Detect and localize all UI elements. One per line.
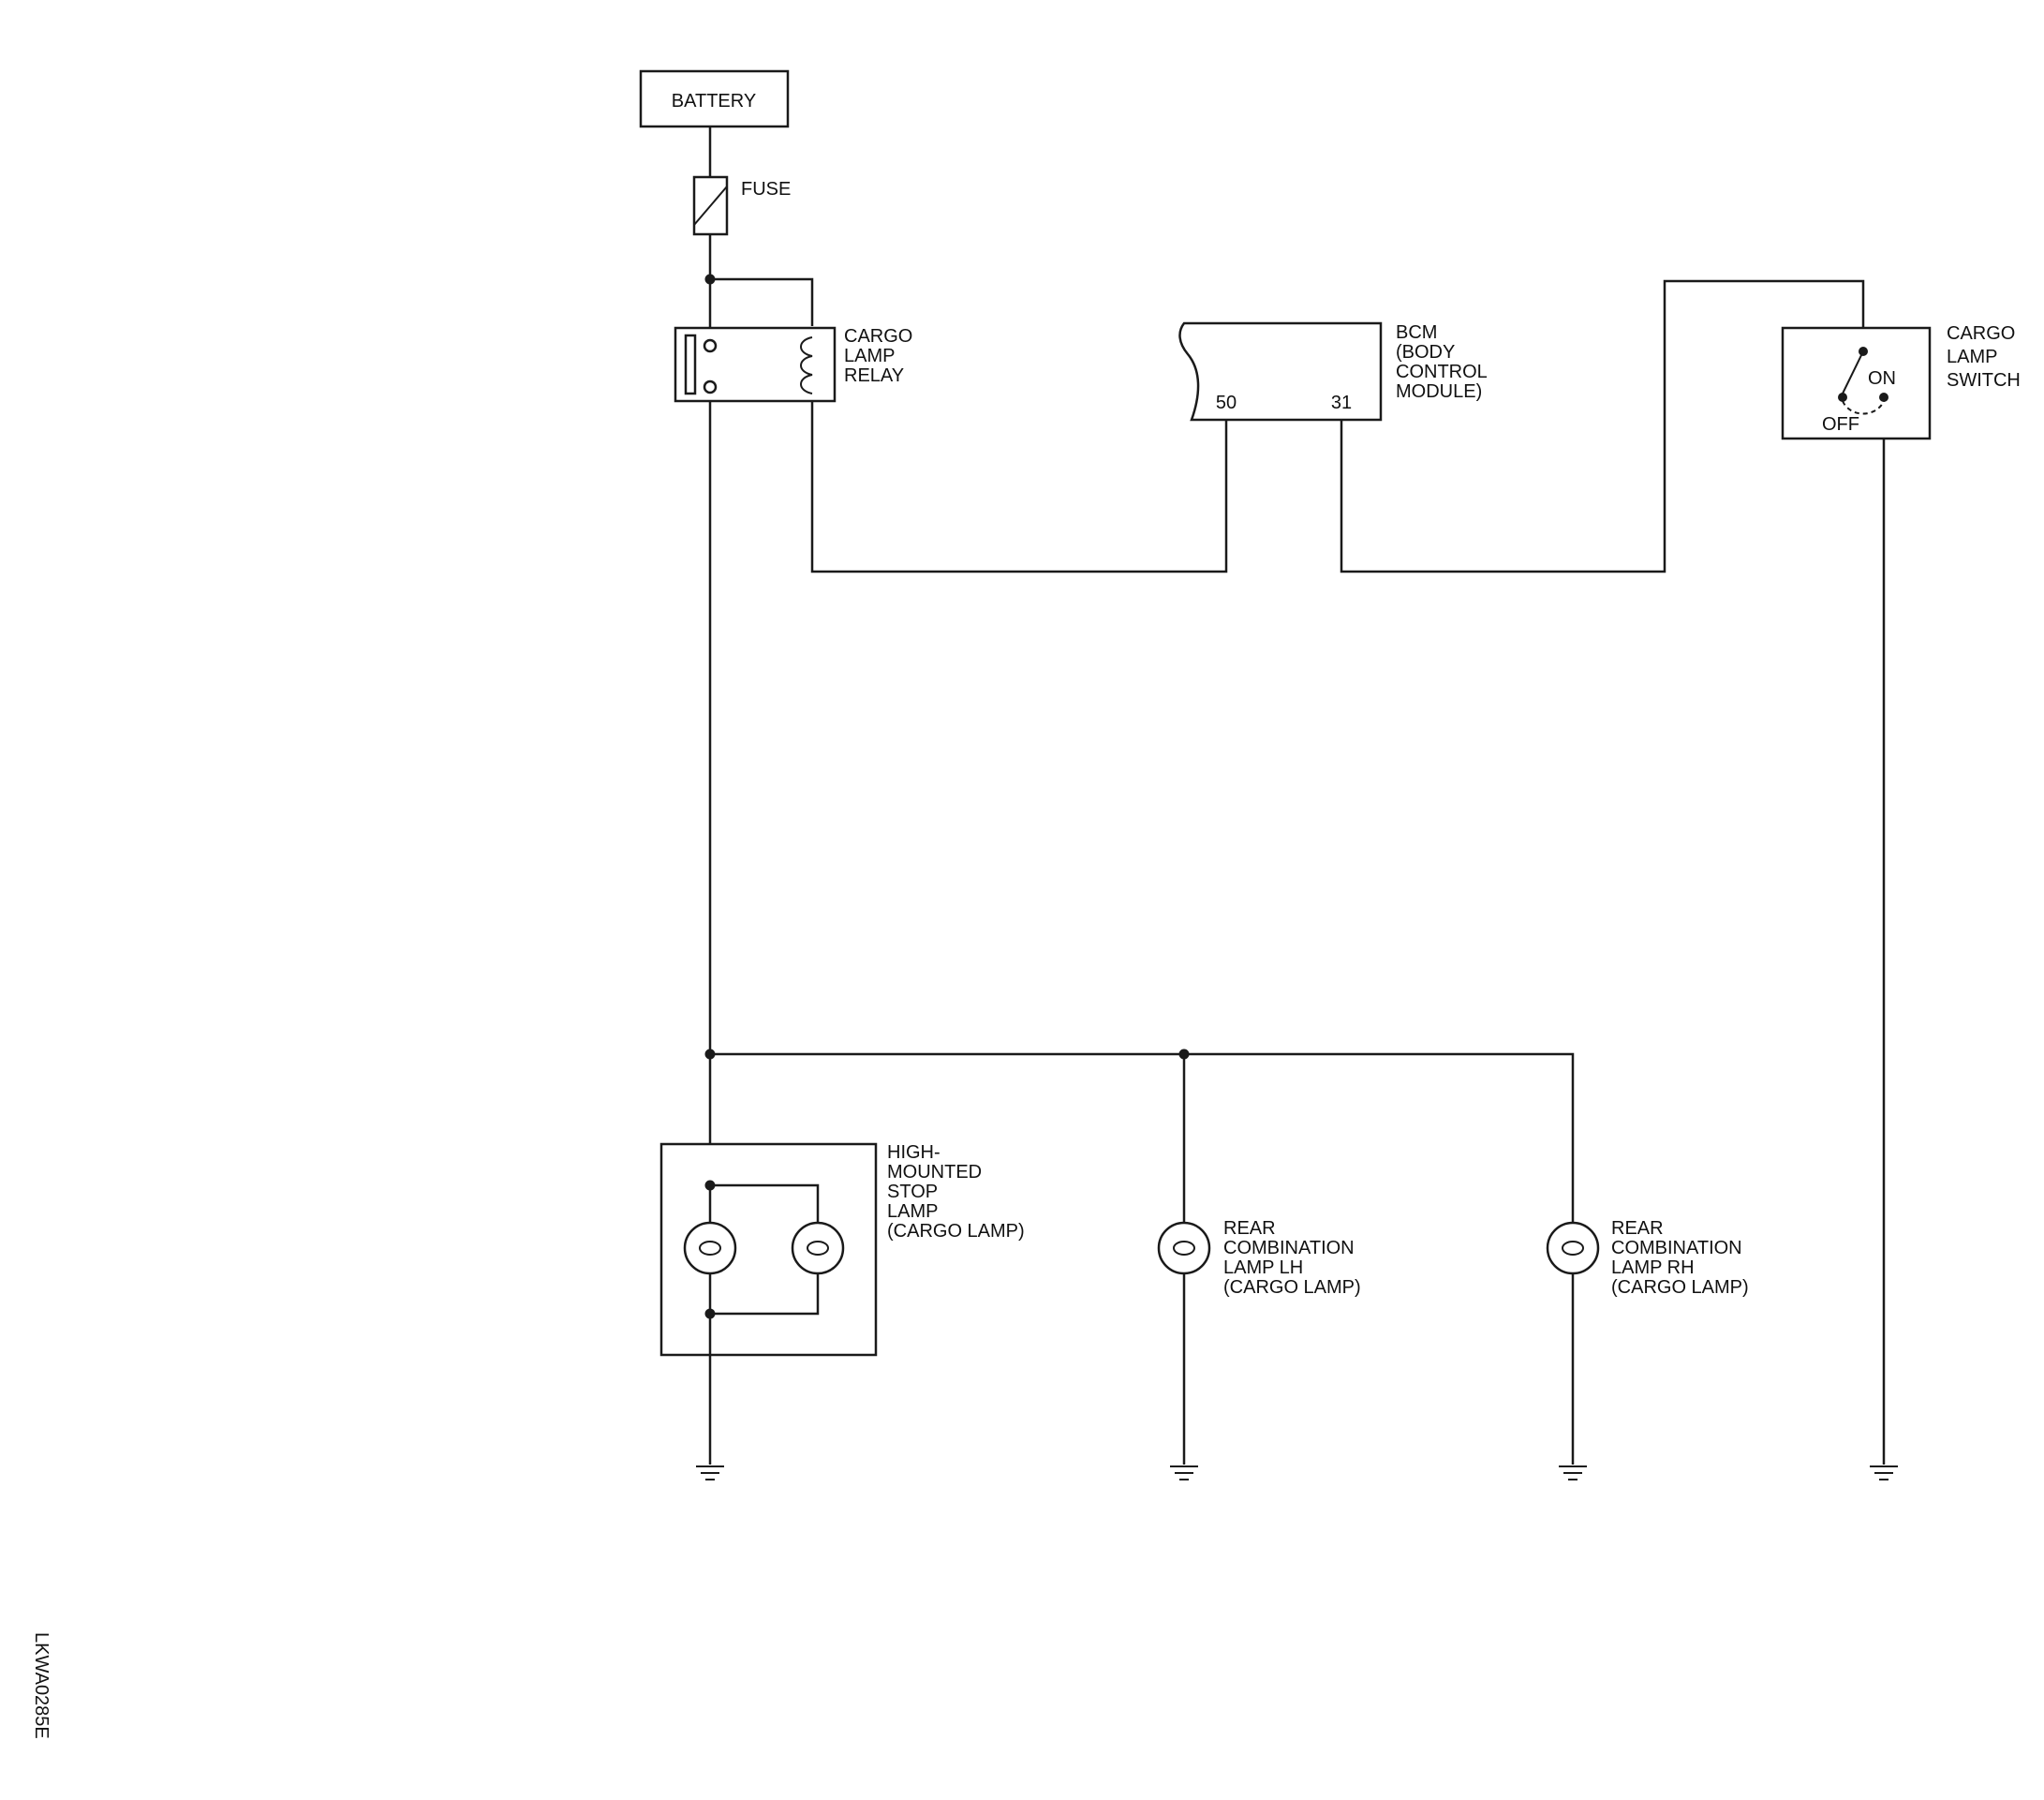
rear-rh-label-line-1: REAR bbox=[1611, 1218, 1664, 1239]
switch-off-contact bbox=[1838, 393, 1847, 402]
hmsl-label-line-4: LAMP bbox=[887, 1201, 938, 1222]
relay-contact-upper bbox=[703, 338, 718, 353]
rear-rh-label-line-3: LAMP RH bbox=[1611, 1257, 1695, 1278]
hmsl-label-line-5: (CARGO LAMP) bbox=[887, 1221, 1025, 1242]
switch-box bbox=[1781, 326, 1932, 440]
ground-rear-lh-icon bbox=[1170, 1465, 1198, 1480]
hmsl-bulb-right-icon bbox=[791, 1221, 845, 1275]
junction-dot bbox=[704, 1308, 716, 1319]
switch-blade-icon bbox=[1842, 350, 1864, 394]
bcm-pin-31: 31 bbox=[1331, 393, 1352, 413]
hmsl-bulb-left-filament bbox=[699, 1241, 721, 1256]
switch-on-label: ON bbox=[1868, 368, 1896, 389]
rear-rh-bulb-filament bbox=[1562, 1241, 1584, 1256]
battery-box bbox=[639, 69, 790, 128]
switch-off-label: OFF bbox=[1822, 414, 1859, 435]
cargo-lamp-relay: CARGO LAMP RELAY bbox=[674, 326, 912, 403]
wire-relay-coil-to-bcm-50 bbox=[810, 401, 1228, 573]
rear-lh-label-line-4: (CARGO LAMP) bbox=[1223, 1277, 1361, 1298]
ground-rear-rh-icon bbox=[1559, 1465, 1587, 1480]
switch-label-line-3: SWITCH bbox=[1947, 370, 2021, 391]
fuse-element bbox=[693, 186, 728, 226]
ground-switch-icon bbox=[1870, 1465, 1898, 1480]
rear-lh-bulb-icon bbox=[1157, 1221, 1211, 1275]
fuse-label: FUSE bbox=[741, 179, 791, 200]
bcm-label-line-2: (BODY bbox=[1396, 342, 1455, 363]
drawing-code: LKWA0285E bbox=[31, 1632, 52, 1739]
rear-combination-lamp-lh: REAR COMBINATION LAMP LH (CARGO LAMP) bbox=[1157, 1218, 1361, 1298]
hmsl-bulb-left-icon bbox=[683, 1221, 737, 1275]
cargo-lamp-switch: ON OFF CARGO LAMP SWITCH bbox=[1781, 323, 2021, 440]
switch-on-contact bbox=[1879, 393, 1888, 402]
relay-contact-bar bbox=[684, 334, 697, 395]
relay-box bbox=[674, 326, 837, 403]
hmsl-label-line-2: MOUNTED bbox=[887, 1162, 982, 1183]
junction-dot bbox=[704, 274, 716, 285]
bcm-label-line-4: MODULE) bbox=[1396, 381, 1482, 402]
bcm-pin-50: 50 bbox=[1216, 393, 1237, 413]
high-mounted-stop-lamp: HIGH- MOUNTED STOP LAMP (CARGO LAMP) bbox=[659, 1142, 1025, 1357]
battery-label: BATTERY bbox=[672, 91, 756, 112]
switch-label-line-1: CARGO bbox=[1947, 323, 2015, 344]
wire-bcm-31-to-switch bbox=[1340, 279, 1865, 573]
wire-relay-coil-feed bbox=[710, 277, 814, 326]
switch-travel-arc bbox=[1842, 400, 1885, 415]
bcm: 50 31 BCM (BODY CONTROL MODULE) bbox=[1178, 321, 1488, 422]
wire-lamp-bus bbox=[710, 1052, 1575, 1465]
junction-dot bbox=[704, 1049, 716, 1060]
rear-rh-label-line-4: (CARGO LAMP) bbox=[1611, 1277, 1749, 1298]
bcm-box bbox=[1178, 321, 1383, 422]
junction-dot bbox=[704, 1180, 716, 1191]
rear-lh-label-line-1: REAR bbox=[1223, 1218, 1276, 1239]
relay-contact-lower bbox=[703, 379, 718, 394]
junction-dot bbox=[1178, 1049, 1190, 1060]
rear-lh-label-line-3: LAMP LH bbox=[1223, 1257, 1303, 1278]
bcm-label-line-1: BCM bbox=[1396, 322, 1437, 343]
ground-hmsl-icon bbox=[696, 1465, 724, 1480]
relay-label-line-1: CARGO bbox=[844, 326, 912, 347]
battery: BATTERY bbox=[639, 69, 790, 128]
rear-lh-bulb-filament bbox=[1173, 1241, 1195, 1256]
relay-coil-icon bbox=[800, 336, 813, 394]
rear-rh-label-line-2: COMBINATION bbox=[1611, 1238, 1742, 1258]
rear-rh-bulb-icon bbox=[1546, 1221, 1600, 1275]
rear-combination-lamp-rh: REAR COMBINATION LAMP RH (CARGO LAMP) bbox=[1546, 1218, 1749, 1298]
junctions bbox=[704, 274, 1190, 1319]
relay-label-line-2: LAMP bbox=[844, 346, 895, 366]
hmsl-label-line-1: HIGH- bbox=[887, 1142, 941, 1163]
relay-label-line-3: RELAY bbox=[844, 365, 904, 386]
fuse: FUSE bbox=[692, 175, 791, 236]
hmsl-label-line-3: STOP bbox=[887, 1182, 938, 1202]
rear-lh-label-line-2: COMBINATION bbox=[1223, 1238, 1355, 1258]
switch-label-line-2: LAMP bbox=[1947, 347, 1997, 367]
bcm-label-line-3: CONTROL bbox=[1396, 362, 1488, 382]
hmsl-bulb-right-filament bbox=[807, 1241, 829, 1256]
